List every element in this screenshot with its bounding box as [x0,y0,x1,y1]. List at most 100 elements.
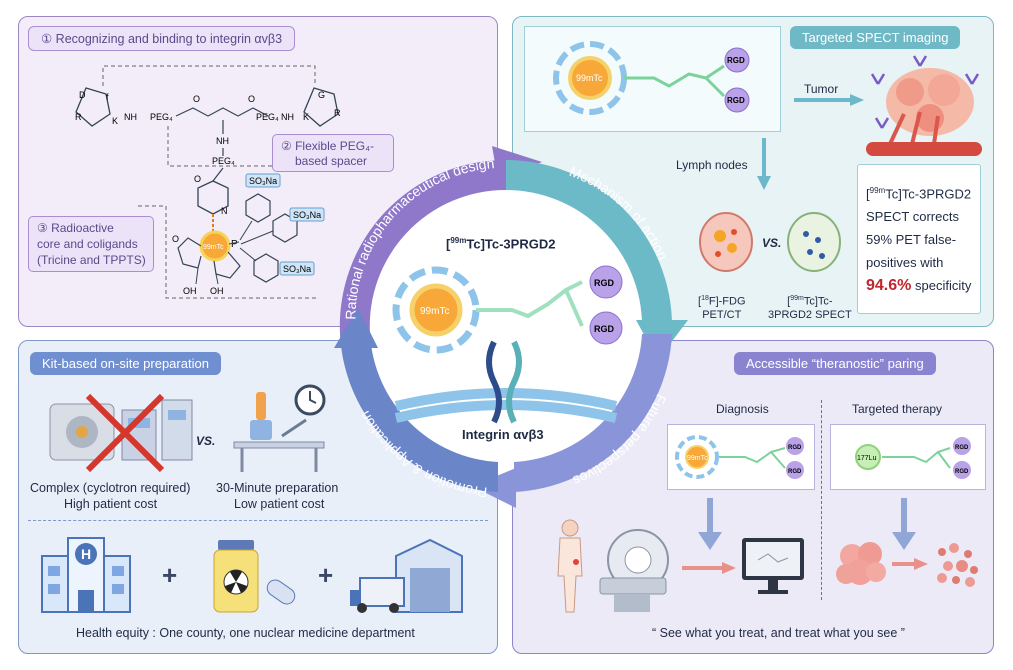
spect-line1: Tc]Tc- [803,295,833,308]
chem-o-4: O [172,234,179,244]
diag-rgd-1: RGD [788,445,802,451]
tr-rgd-1: RGD [727,56,745,65]
tr-tc-label: 99mTc [576,73,603,83]
center-cycle: Rational radiopharmaceutical design Mech… [334,146,688,508]
box-line1: [99mTc]Tc-3PRGD2 [866,186,972,202]
clock-icon [294,384,326,416]
diag-rgd-2: RGD [788,469,802,475]
delivery-truck-warehouse-icon [350,538,463,613]
bl-left-line1: Complex (cyclotron required) [30,481,191,495]
bl-left-line2: High patient cost [64,497,158,511]
chem-peg-3: PEG₄ [212,156,235,166]
lymph-node-spect [787,212,841,272]
vs-label-top: VS. [762,236,782,250]
step3-line3: (Tricine and TPPTS) [37,253,146,267]
box-line5: 94.6% specificity [866,274,980,297]
fdg-line1: F]-FDG [708,295,746,308]
box-line1-text: Tc]Tc-3PRGD2 [885,186,972,202]
ther-rgd-2: RGD [955,469,969,475]
tr-molecule: 99mTc RGD RGD [553,41,750,115]
fdg-sup: 18 [701,295,709,302]
box-line4: positives with [866,255,944,271]
step1-label: ① Recognizing and binding to integrin αv… [28,26,296,51]
box-sup: 99m [869,186,886,195]
cyclotron-illustration [49,393,193,473]
fdg-line2: PET/CT [702,308,742,321]
therapy-molecule-box: 177Lu RGD RGD [830,424,986,490]
chem-oh-2: OH [210,286,224,296]
bl-right-line2: Low patient cost [234,497,325,511]
radiopharmaceutical-bottle-icon [213,540,296,613]
bl-title: Kit-based on-site preparation [30,352,221,375]
diagnosis-molecule-box: 99mTc RGD RGD [667,424,815,490]
hospital-icon: H [41,537,131,613]
tumor-label: Tumor [804,82,839,96]
chem-f-label-left: f [106,92,109,102]
br-vertical-divider [821,400,822,600]
step3-line2: core and coligands [37,237,138,251]
bl-right-line1: 30-Minute preparation [216,481,339,495]
lymph-arrow [757,138,771,190]
chem-nh-2: NH [281,112,294,122]
box-line2: SPECT corrects [866,209,959,225]
chem-so3na-2: SO₃Na [293,210,321,220]
chem-r-label-right: R [334,108,341,118]
monitor-icon [742,538,804,594]
bl-vs: VS. [196,434,216,448]
bl-footer: Health equity : One county, one nuclear … [76,626,415,640]
chem-tc-core: 99mTc [203,244,224,251]
step2-line2: based spacer [295,154,368,168]
chem-so3na-3: SO₃Na [283,264,311,274]
down-arrows [698,498,916,550]
bl-divider [28,520,488,521]
diag-tc-label: 99mTc [687,455,708,462]
chem-r-label-left: R [75,112,82,122]
spect-sup: 99m [790,295,804,302]
br-quote: “ See what you treat, and treat what you… [652,626,905,640]
chem-nh-1: NH [124,112,137,122]
br-title: Accessible “theranostic” paring [734,352,936,375]
integrin-label: Integrin αvβ3 [462,427,544,442]
step2-box: ② Flexible PEG₄- based spacer [272,134,394,172]
tumor-arrow [794,94,864,106]
center-title: [99mTc]Tc-3PRGD2 [446,236,556,252]
chem-peg-1: PEG₄ [150,112,173,122]
chem-o-3: O [194,174,201,184]
tumor-illustration [866,55,982,156]
chem-k-label-right: K [303,112,309,122]
tumor-cells-after [937,543,978,587]
fdg-label: [18F]-FDG PET/CT [698,295,746,321]
ther-lu-label: 177Lu [857,455,877,462]
plus-1: + [162,560,178,590]
chem-so3na-1: SO₃Na [249,176,277,186]
to-monitor-arrow [682,562,736,574]
box-highlight: 94.6% [866,277,912,295]
ther-rgd-1: RGD [955,445,969,451]
patient-scanner-illustration [557,519,669,613]
to-dead-cells-arrow [892,558,928,570]
chem-oh-1: OH [183,286,197,296]
center-title-sup: 99m [450,236,467,245]
center-rgd-2: RGD [594,324,615,334]
center-tc-label: 99mTc [420,306,449,317]
tumor-cells-before [836,542,886,585]
plus-2: + [318,560,334,590]
center-title-text: Tc]Tc-3PRGD2 [466,236,556,252]
chem-o-2: O [248,94,255,104]
box-line5-rest: specificity [911,278,972,294]
lymph-label: Lymph nodes [676,158,748,172]
spect-line2: 3PRGD2 SPECT [768,308,852,321]
step2-line1: ② Flexible PEG₄- [281,139,375,153]
spect-result-box: [99mTc]Tc-3PRGD2 SPECT corrects 59% PET … [857,164,981,314]
lab-table-illustration [233,392,325,472]
chem-d-label-left: D [79,90,86,100]
step3-line1: ③ Radioactive [37,221,114,235]
tr-rgd-2: RGD [727,96,745,105]
chem-p-atom: P [231,239,238,250]
tr-title: Targeted SPECT imaging [790,26,961,49]
chem-peg-2: PEG₄ [256,112,279,122]
step3-box: ③ Radioactive core and coligands (Tricin… [28,216,154,272]
chem-o-1: O [193,94,200,104]
chem-g-label-right: G [318,90,325,100]
therapy-label: Targeted therapy [852,402,943,416]
